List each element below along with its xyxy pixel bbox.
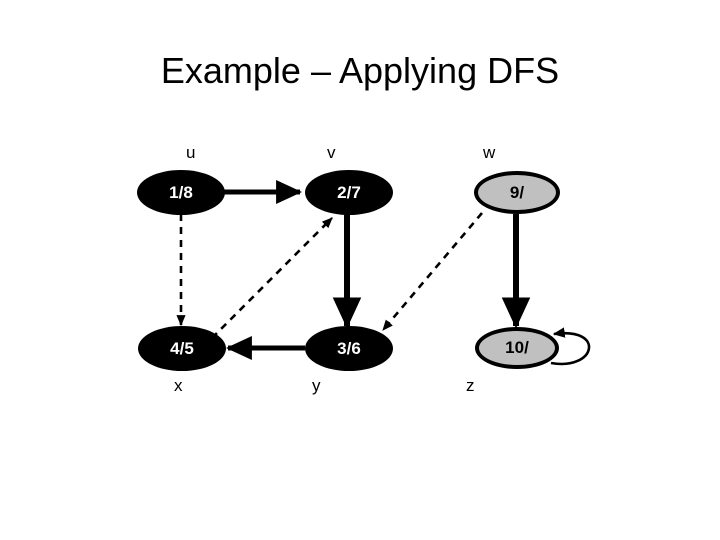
- node-w-name: w: [483, 143, 496, 162]
- graph-node-y[interactable]: 3/6: [305, 326, 393, 371]
- node-z-name: z: [466, 376, 475, 395]
- node-z-value: 10/: [505, 338, 529, 357]
- graph-node-v[interactable]: 2/7: [305, 170, 393, 215]
- graph-node-w[interactable]: 9/: [474, 171, 560, 214]
- graph-node-z[interactable]: 10/: [475, 327, 559, 369]
- node-w-value: 9/: [509, 182, 525, 202]
- node-v-name: v: [327, 143, 336, 162]
- node-u-name: u: [186, 143, 196, 162]
- node-y-name: y: [312, 376, 321, 395]
- page-title: Example – Applying DFS: [160, 50, 560, 91]
- edge-z-self-loop: [550, 327, 591, 366]
- node-v-value: 2/7: [337, 182, 361, 202]
- node-x-value: 4/5: [170, 338, 194, 358]
- node-u-value: 1/8: [169, 182, 193, 202]
- node-y-value: 3/6: [337, 338, 361, 358]
- node-x-name: x: [174, 376, 183, 395]
- edge-w-to-y: [382, 212, 483, 331]
- edge-x-to-v: [211, 217, 333, 339]
- graph-node-x[interactable]: 4/5: [138, 326, 226, 371]
- graph-node-u[interactable]: 1/8: [137, 170, 225, 215]
